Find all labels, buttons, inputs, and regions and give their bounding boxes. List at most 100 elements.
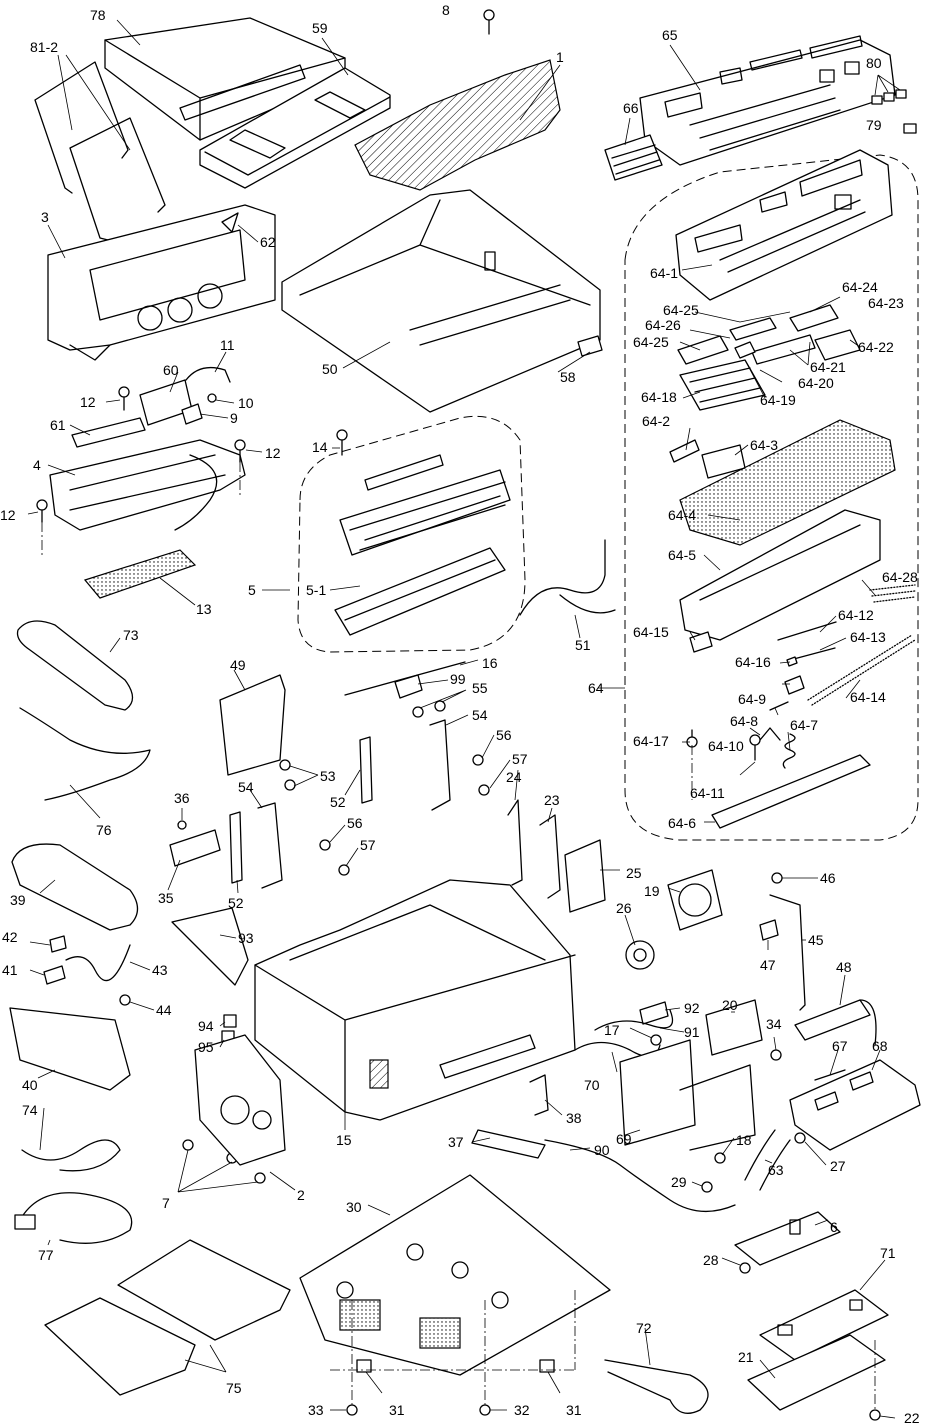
part-label-50: 50 [322,361,338,377]
part-64-17-screw [686,729,698,748]
part-21-sheet [747,1334,886,1411]
part-74-cord [21,1139,121,1172]
part-label-34: 34 [766,1016,782,1032]
part-label-27: 27 [830,1158,846,1174]
part-12-screw-c [36,499,48,523]
part-label-38: 38 [566,1110,582,1126]
part-label-41: 41 [2,962,18,978]
part-31-foot-a [356,1359,372,1373]
part-18-screw [714,1152,726,1164]
part-41-switch [43,965,66,985]
leader-lines [27,19,901,1419]
part-label-5-1: 5-1 [306,582,326,598]
part-label-64-4: 64-4 [668,507,696,523]
part-label-2: 2 [297,1187,305,1203]
part-75-tray-a [117,1239,291,1341]
part-label-60: 60 [163,362,179,378]
part-label-56b: 56 [347,815,363,831]
part-label-21: 21 [738,1349,754,1365]
part-77-connector [14,1214,36,1230]
part-label-99: 99 [450,671,466,687]
part-63-wire [744,1129,791,1191]
group-outline-5 [297,415,526,653]
part-3-upper-housing [47,204,276,361]
assembly-lines [41,462,876,1410]
part-label-64-21: 64-21 [810,359,846,375]
part-label-18: 18 [736,1132,752,1148]
part-19-fan [667,869,723,931]
part-label-90: 90 [594,1142,610,1158]
part-15-housing [254,879,576,1121]
part-label-23: 23 [544,792,560,808]
part-22-screw [869,1409,881,1421]
part-25-bracket [564,839,606,913]
part-8-screw [483,9,495,35]
part-label-1: 1 [556,49,564,65]
part-label-46: 46 [820,870,836,886]
part-label-78: 78 [90,7,106,23]
part-56-screw-b [319,839,331,851]
part-81-2-wire [34,61,166,241]
part-label-47: 47 [760,957,776,973]
part-label-64-25b: 64-25 [633,334,669,350]
part-label-49: 49 [230,657,246,673]
part-53-screws [279,759,296,791]
part-label-14: 14 [312,439,328,455]
part-label-64-28: 64-28 [882,569,918,585]
part-11-wire [185,366,231,383]
part-label-64-10: 64-10 [708,738,744,754]
part-51-harness [519,539,616,616]
part-64-14-brush [807,634,916,706]
part-label-24: 24 [506,769,522,785]
part-44-screw [119,994,131,1006]
part-label-10: 10 [238,395,254,411]
part-label-70: 70 [584,1077,600,1093]
part-label-31b: 31 [566,1402,582,1418]
part-label-20: 20 [722,997,738,1013]
part-14-screw [336,429,348,456]
part-label-68: 68 [872,1038,888,1054]
part-72-ffc [604,1359,709,1414]
part-label-64-25a: 64-25 [663,302,699,318]
part-56-screw-a [472,754,484,766]
part-label-53: 53 [320,768,336,784]
part-label-64-1: 64-1 [650,265,678,281]
part-57-screw-a [478,784,490,796]
part-58-plate [577,335,603,357]
part-label-64-12: 64-12 [838,607,874,623]
part-45-bracket [769,894,806,1011]
part-label-65: 65 [662,27,678,43]
part-label-54b: 54 [238,779,254,795]
part-label-9: 9 [230,410,238,426]
part-label-52a: 52 [330,794,346,810]
part-61-strip [71,417,146,448]
part-label-12b: 12 [265,445,281,461]
part-6-psu [734,1211,841,1266]
part-label-12a: 12 [80,394,96,410]
part-1-plate [354,59,561,191]
part-27-screw [794,1132,806,1144]
part-label-79: 79 [866,117,882,133]
part-65-panel [639,35,896,166]
part-label-75: 75 [226,1380,242,1396]
part-73-handset [16,620,134,711]
part-label-25: 25 [626,865,642,881]
part-label-62: 62 [260,234,276,250]
part-62-tag [221,212,239,233]
part-label-64-2: 64-2 [642,413,670,429]
part-label-58: 58 [560,369,576,385]
part-label-32: 32 [514,1402,530,1418]
part-label-51: 51 [575,637,591,653]
part-33-screw [346,1404,358,1416]
part-46-screw [771,872,783,884]
part-label-64-5: 64-5 [668,547,696,563]
part-label-64-6: 64-6 [668,815,696,831]
part-54-bracket-b [257,802,283,889]
part-label-31a: 31 [389,1402,405,1418]
part-label-64-8: 64-8 [730,713,758,729]
part-label-36: 36 [174,790,190,806]
part-30-bottom-plate [299,1174,611,1376]
